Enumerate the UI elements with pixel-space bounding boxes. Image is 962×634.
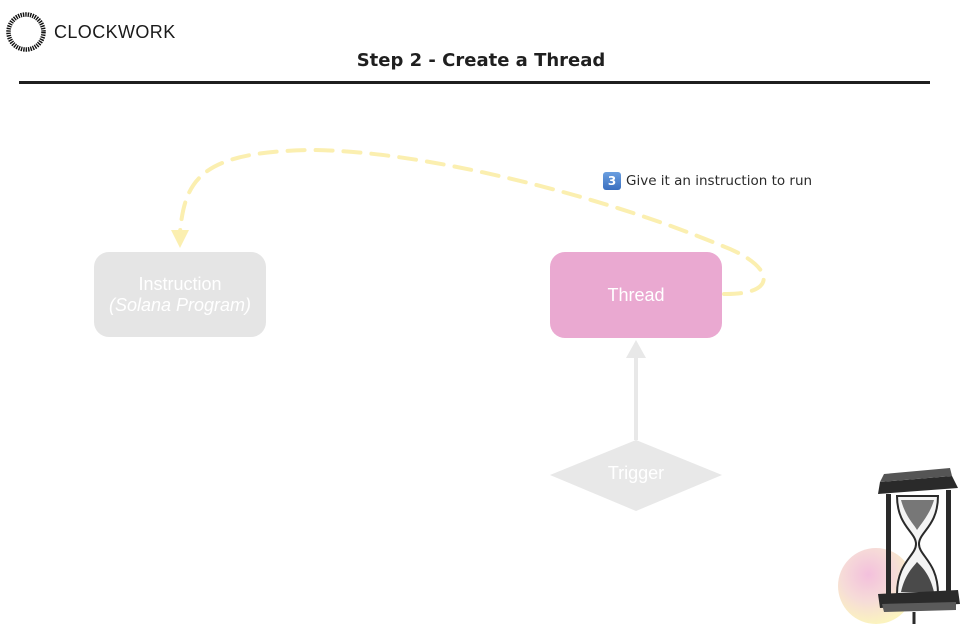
thread-node: Thread [550,252,722,338]
instruction-node: Instruction (Solana Program) [94,252,266,337]
thread-label: Thread [607,284,665,305]
instruction-link-arrow [178,147,766,297]
clockwork-logo: CLOCKWORK [6,12,176,52]
trigger-diamond [550,440,722,511]
logo-text: CLOCKWORK [54,21,176,42]
clock-ring-icon [6,12,46,52]
trigger-arrowhead [626,340,646,358]
hourglass-illustration [838,468,960,624]
instruction-sublabel: (Solana Program) [108,294,252,315]
trigger-label: Trigger [607,463,665,483]
instruction-arrowhead [171,230,189,248]
title-divider [19,81,930,84]
page-title: Step 2 - Create a Thread [356,50,606,71]
keycap-three-icon: 3 [603,172,621,190]
annotation-text: Give it an instruction to run [626,173,813,189]
step-annotation: 3 Give it an instruction to run [603,172,812,190]
instruction-label: Instruction [138,273,222,294]
